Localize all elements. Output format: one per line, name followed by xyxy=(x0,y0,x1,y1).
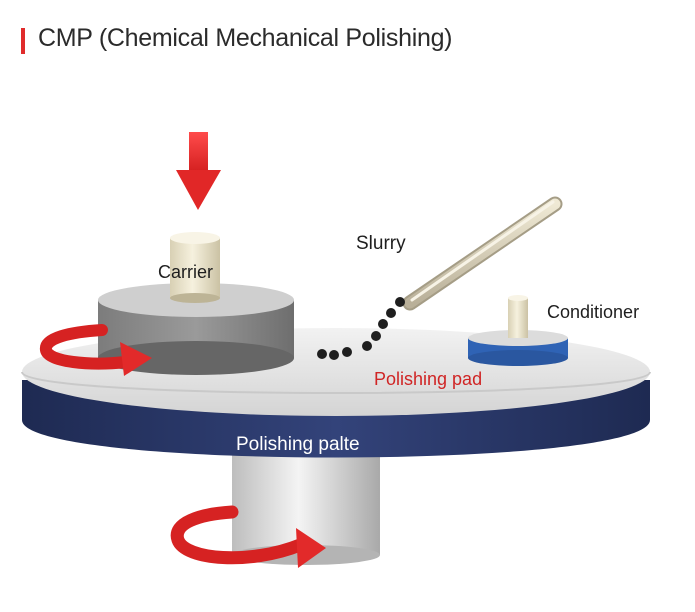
carrier-label: Carrier xyxy=(158,262,213,282)
slurry-droplets xyxy=(317,297,405,360)
slurry-nozzle xyxy=(402,196,563,311)
carrier-rotation-arrow-icon xyxy=(40,324,152,376)
slurry-label: Slurry xyxy=(356,233,406,254)
carrier xyxy=(98,232,294,375)
page-title: CMP (Chemical Mechanical Polishing) xyxy=(38,24,453,52)
title-accent-bar xyxy=(21,28,25,54)
polishing-plate-label: Polishing palte xyxy=(236,434,360,455)
polishing-pad-label: Polishing pad xyxy=(374,369,482,389)
plate-rotation-arrow-icon xyxy=(170,505,326,568)
down-arrow-icon xyxy=(176,132,221,210)
conditioner-label: Conditioner xyxy=(547,302,639,322)
conditioner xyxy=(468,295,568,366)
